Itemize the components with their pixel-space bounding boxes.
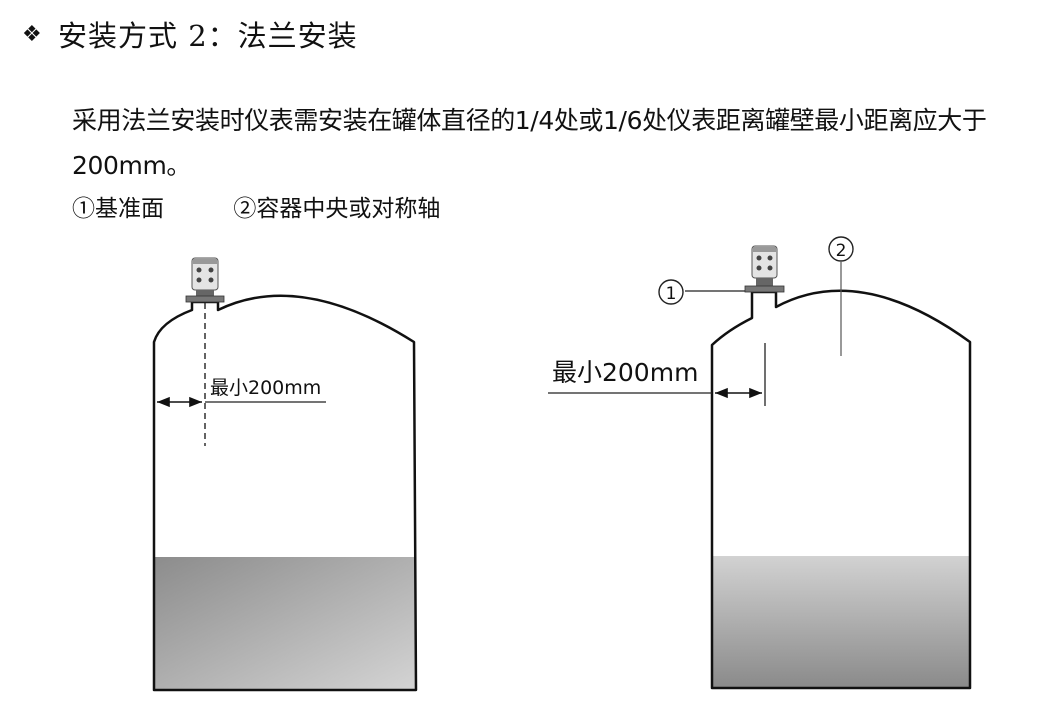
left-tank <box>152 294 418 692</box>
legend-item-center-axis: ②容器中央或对称轴 <box>233 196 441 222</box>
right-tank <box>710 289 972 690</box>
installation-description: 采用法兰安装时仪表需安装在罐体直径的1/4处或1/6处仪表距离罐壁最小距离应大于… <box>72 106 987 180</box>
marker-1-number: 1 <box>666 284 677 304</box>
right-min-distance-label: 最小200mm <box>552 358 698 387</box>
section-heading: ❖ 安装方式 2：法兰安装 <box>22 12 358 56</box>
section-title: 安装方式 2：法兰安装 <box>58 19 358 53</box>
right-tank-liquid <box>712 556 970 688</box>
marker-2-circle <box>828 236 854 262</box>
left-tank-outline <box>152 294 418 692</box>
left-min-distance-label: 最小200mm <box>210 377 321 399</box>
right-radar-level-gauge-icon <box>744 245 785 293</box>
left-tank-liquid <box>154 557 416 690</box>
right-tank-outline <box>710 289 972 690</box>
diamond-bullet-icon: ❖ <box>22 21 42 47</box>
marker-1-circle <box>658 279 684 305</box>
legend: ①基准面 ②容器中央或对称轴 <box>72 192 440 226</box>
left-radar-level-gauge-icon <box>185 257 225 303</box>
marker-2-number: 2 <box>836 241 847 261</box>
legend-item-reference-plane: ①基准面 <box>72 196 164 222</box>
